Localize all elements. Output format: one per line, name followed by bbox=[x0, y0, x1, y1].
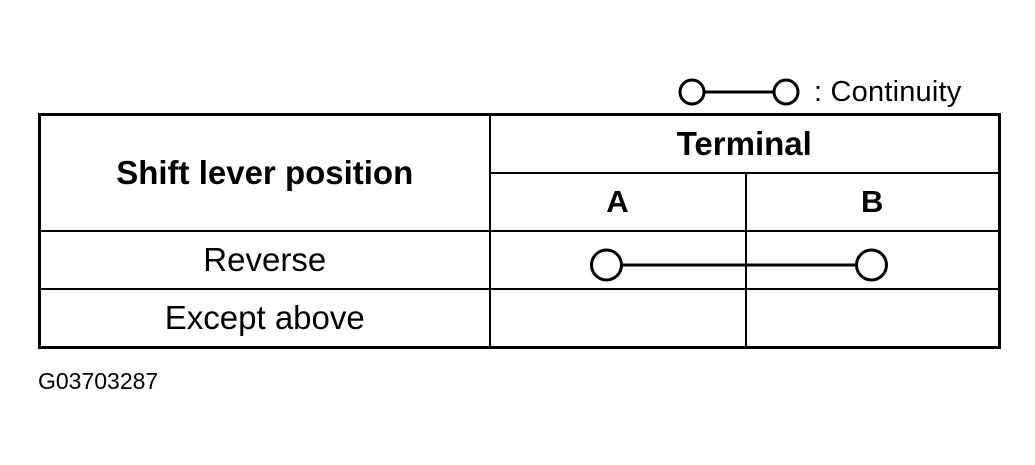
header-terminal-a: A bbox=[488, 172, 747, 232]
header-shift-lever-position: Shift lever position bbox=[38, 113, 491, 232]
reverse-continuity-overlay bbox=[590, 248, 888, 282]
row-position-label: Except above bbox=[38, 288, 491, 349]
continuity-terminal-b-icon bbox=[855, 248, 888, 282]
legend: : Continuity bbox=[676, 72, 961, 112]
continuity-terminal-a-icon bbox=[590, 248, 623, 282]
header-terminal: Terminal bbox=[488, 113, 1001, 174]
legend-label: : Continuity bbox=[814, 75, 962, 108]
header-terminal-b: B bbox=[744, 172, 1001, 232]
continuity-symbol-icon bbox=[678, 78, 800, 106]
row-except-terminal-b bbox=[744, 288, 1001, 349]
continuity-table: Shift lever position Terminal A B Revers… bbox=[38, 113, 1001, 349]
table-row: Except above bbox=[38, 288, 1001, 349]
row-position-label: Reverse bbox=[38, 230, 491, 290]
row-except-terminal-a bbox=[488, 288, 747, 349]
figure-code: G03703287 bbox=[38, 368, 159, 394]
